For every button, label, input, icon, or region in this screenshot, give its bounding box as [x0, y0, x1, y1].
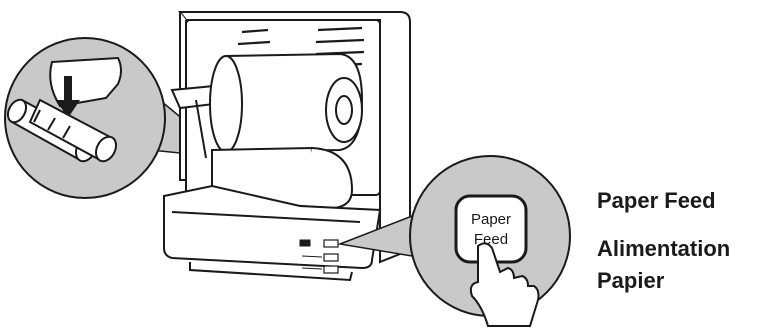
- status-led: [300, 240, 310, 246]
- caption-english: Paper Feed: [597, 188, 716, 214]
- caption-french-line1: Alimentation: [597, 236, 730, 262]
- panel-button-1: [324, 240, 338, 247]
- panel-button-2: [324, 254, 338, 261]
- paper-feed-button-label-1: Paper: [471, 211, 511, 228]
- panel-button-3: [324, 266, 338, 273]
- caption-french-line2: Papier: [597, 268, 664, 294]
